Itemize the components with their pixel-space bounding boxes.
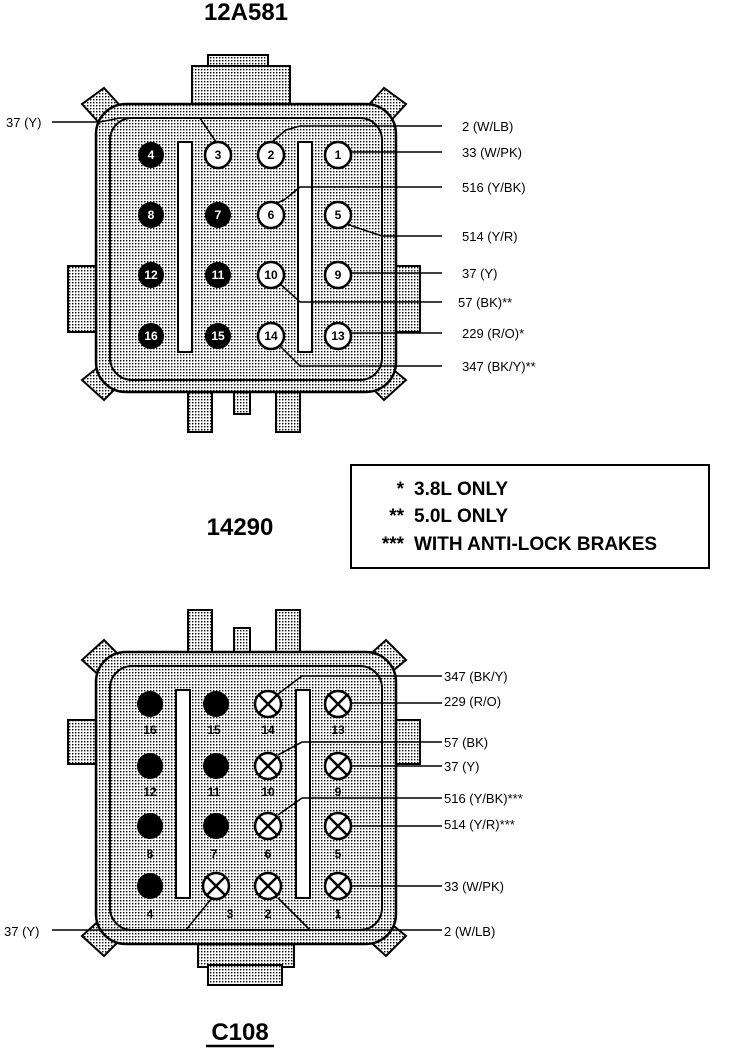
bottom-pin-1-num: 1: [335, 907, 342, 921]
svg-text:12: 12: [144, 268, 158, 282]
top-pin-7: 7: [205, 202, 231, 228]
svg-text:6: 6: [268, 208, 275, 222]
svg-text:7: 7: [215, 208, 222, 222]
bottom-pin-numbers: 1 2 3 4 5 6 7 8 9 10 11 12 13 14 15 16: [143, 723, 345, 921]
bottom-label-229: 229 (R/O): [444, 694, 501, 709]
bottom-connector-body: [67, 609, 421, 986]
top-label-left-37: 37 (Y): [6, 115, 41, 130]
bottom-pin-2: [253, 871, 283, 901]
top-pin-15: 15: [205, 323, 231, 349]
bottom-pins: [137, 689, 353, 901]
svg-text:10: 10: [264, 268, 278, 282]
top-pin-13: 13: [323, 321, 353, 351]
top-leader-lines: [52, 117, 442, 367]
top-label-33: 33 (W/PK): [462, 145, 522, 160]
top-label-347: 347 (BK/Y)**: [462, 359, 536, 374]
bottom-pin-4-num: 4: [147, 907, 154, 921]
top-label-514: 514 (Y/R): [462, 229, 518, 244]
legend-marker-2: **: [389, 506, 404, 527]
bottom-pin-10-num: 10: [261, 785, 275, 799]
top-pin-12: 12: [138, 262, 164, 288]
top-pin-6: 6: [256, 200, 286, 230]
bottom-pin-3: [201, 871, 231, 901]
legend-box: * 3.8L ONLY ** 5.0L ONLY *** WITH ANTI-L…: [350, 464, 710, 569]
bottom-pin-9-num: 9: [335, 785, 342, 799]
top-pin-5: 5: [323, 200, 353, 230]
bottom-leader-lines: [52, 675, 442, 931]
top-connector-id: 12A581: [204, 0, 288, 26]
top-connector-body: [67, 54, 421, 433]
bottom-pin-6-num: 6: [265, 847, 272, 861]
bottom-pin-11: [203, 753, 229, 779]
svg-text:13: 13: [331, 329, 345, 343]
bottom-connector-id: 14290: [207, 514, 274, 541]
svg-text:5: 5: [335, 208, 342, 222]
bottom-pin-2-num: 2: [265, 907, 272, 921]
top-label-516: 516 (Y/BK): [462, 180, 526, 195]
svg-text:16: 16: [144, 329, 158, 343]
top-pin-3: 3: [203, 140, 233, 170]
bottom-pin-7: [203, 813, 229, 839]
bottom-pin-16-num: 16: [143, 723, 157, 737]
bottom-label-2: 2 (W/LB): [444, 924, 495, 939]
bottom-pin-15: [203, 691, 229, 717]
bottom-label-37: 37 (Y): [444, 759, 479, 774]
bottom-pin-13-num: 13: [331, 723, 345, 737]
bottom-pin-15-num: 15: [207, 723, 221, 737]
svg-text:15: 15: [211, 329, 225, 343]
svg-text:14: 14: [264, 329, 278, 343]
top-pin-1: 1: [323, 140, 353, 170]
bottom-pin-14-num: 14: [261, 723, 275, 737]
bottom-pin-4: [137, 873, 163, 899]
legend-text-3: WITH ANTI-LOCK BRAKES: [414, 534, 657, 555]
top-pin-9: 9: [323, 260, 353, 290]
bottom-pin-6: [253, 811, 283, 841]
svg-text:4: 4: [148, 148, 155, 162]
svg-text:1: 1: [335, 148, 342, 162]
bottom-pin-8: [137, 813, 163, 839]
bottom-pin-11-num: 11: [208, 785, 221, 799]
bottom-pin-16: [137, 691, 163, 717]
svg-text:3: 3: [215, 148, 222, 162]
bottom-pin-1: [323, 871, 353, 901]
bottom-pin-9: [323, 751, 353, 781]
bottom-label-left-37: 37 (Y): [4, 924, 39, 939]
bottom-pin-14: [253, 689, 283, 719]
top-label-37: 37 (Y): [462, 266, 497, 281]
legend-marker-1: *: [397, 479, 405, 500]
top-label-57: 57 (BK)**: [458, 295, 512, 310]
top-label-229: 229 (R/O)*: [462, 326, 524, 341]
bottom-label-33: 33 (W/PK): [444, 879, 504, 894]
bottom-label-514: 514 (Y/R)***: [444, 817, 515, 832]
legend-text-1: 3.8L ONLY: [414, 479, 508, 500]
bottom-label-57: 57 (BK): [444, 735, 488, 750]
bottom-pin-3-num: 3: [227, 907, 234, 921]
bottom-label-516: 516 (Y/BK)***: [444, 791, 523, 806]
top-pin-11: 11: [205, 262, 231, 288]
top-label-2: 2 (W/LB): [462, 119, 513, 134]
top-pin-14: 14: [256, 321, 286, 351]
bottom-pin-13: [323, 689, 353, 719]
bottom-pin-5: [323, 811, 353, 841]
top-pin-10: 10: [256, 260, 286, 290]
bottom-pin-7-num: 7: [211, 847, 218, 861]
top-pin-2: 2: [256, 140, 286, 170]
top-pin-4: 4: [138, 142, 164, 168]
top-pin-16: 16: [138, 323, 164, 349]
bottom-pin-12: [137, 753, 163, 779]
bottom-pin-5-num: 5: [335, 847, 342, 861]
bottom-label-347: 347 (BK/Y): [444, 669, 508, 684]
connector-name: C108: [211, 1019, 268, 1046]
top-pin-8: 8: [138, 202, 164, 228]
bottom-pin-8-num: 8: [147, 847, 154, 861]
legend-marker-3: ***: [382, 534, 405, 555]
legend-text-2: 5.0L ONLY: [414, 506, 508, 527]
bottom-pin-12-num: 12: [143, 785, 157, 799]
svg-text:2: 2: [268, 148, 275, 162]
svg-text:9: 9: [335, 268, 342, 282]
bottom-pin-10: [253, 751, 283, 781]
svg-text:11: 11: [212, 268, 225, 282]
svg-text:8: 8: [148, 208, 155, 222]
